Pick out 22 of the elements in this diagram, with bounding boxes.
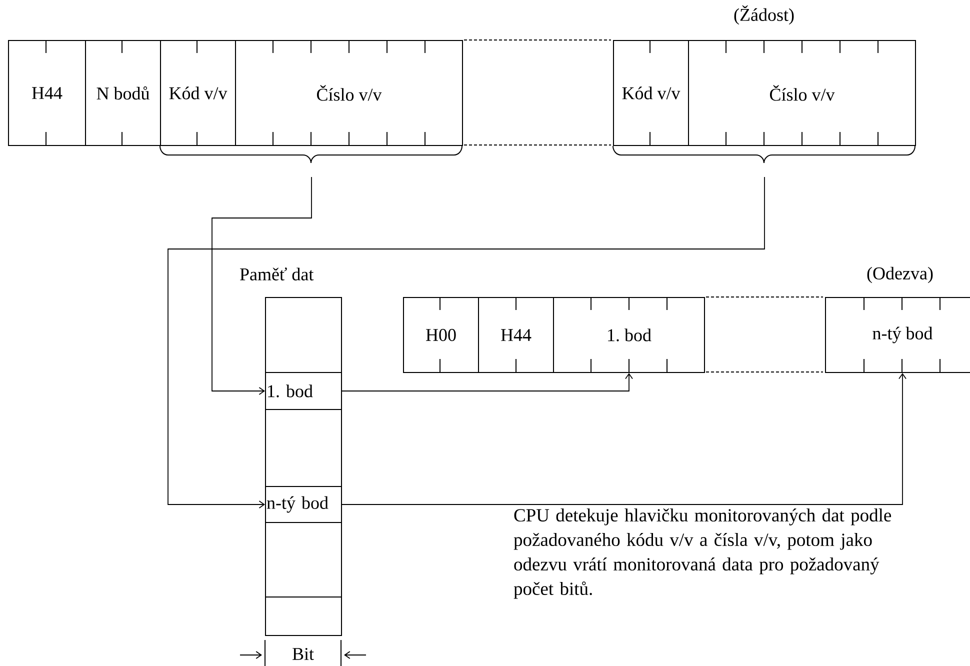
memory-cell: n-tý bod bbox=[265, 486, 342, 523]
memory-cell: 1. bod bbox=[265, 372, 342, 410]
node-label: Paměť dat bbox=[240, 268, 314, 280]
frame-cell: H44 bbox=[8, 40, 86, 146]
arrow bbox=[342, 373, 906, 505]
arrow bbox=[212, 176, 312, 395]
brace bbox=[160, 146, 462, 164]
caption-label: (Žádost) bbox=[734, 5, 794, 25]
frame-cell: H44 bbox=[478, 296, 554, 373]
frame-cell: Kód v/v bbox=[613, 40, 689, 146]
frame-cell: Číslo v/v bbox=[688, 40, 916, 146]
frame-cell: N bodů bbox=[85, 40, 161, 146]
brace bbox=[612, 146, 916, 164]
frame-cell: 1. bod bbox=[553, 296, 705, 373]
frame-cell: Kód v/v bbox=[160, 40, 236, 146]
note-text: CPU detekuje hlavičku monitorovaných dat podle požadovaného kódu v/v a čísla v/v, potom jako odezvu vrátí monitorovaná data pro požadovaný počet bitů. bbox=[514, 508, 892, 599]
frame-cell: n-tý bod bbox=[825, 296, 970, 373]
frame-cell: H00 bbox=[403, 296, 479, 373]
arrow bbox=[168, 176, 765, 508]
dimension-label: Bit bbox=[292, 648, 314, 660]
frame-cell: Číslo v/v bbox=[235, 40, 463, 146]
arrow bbox=[342, 373, 633, 392]
